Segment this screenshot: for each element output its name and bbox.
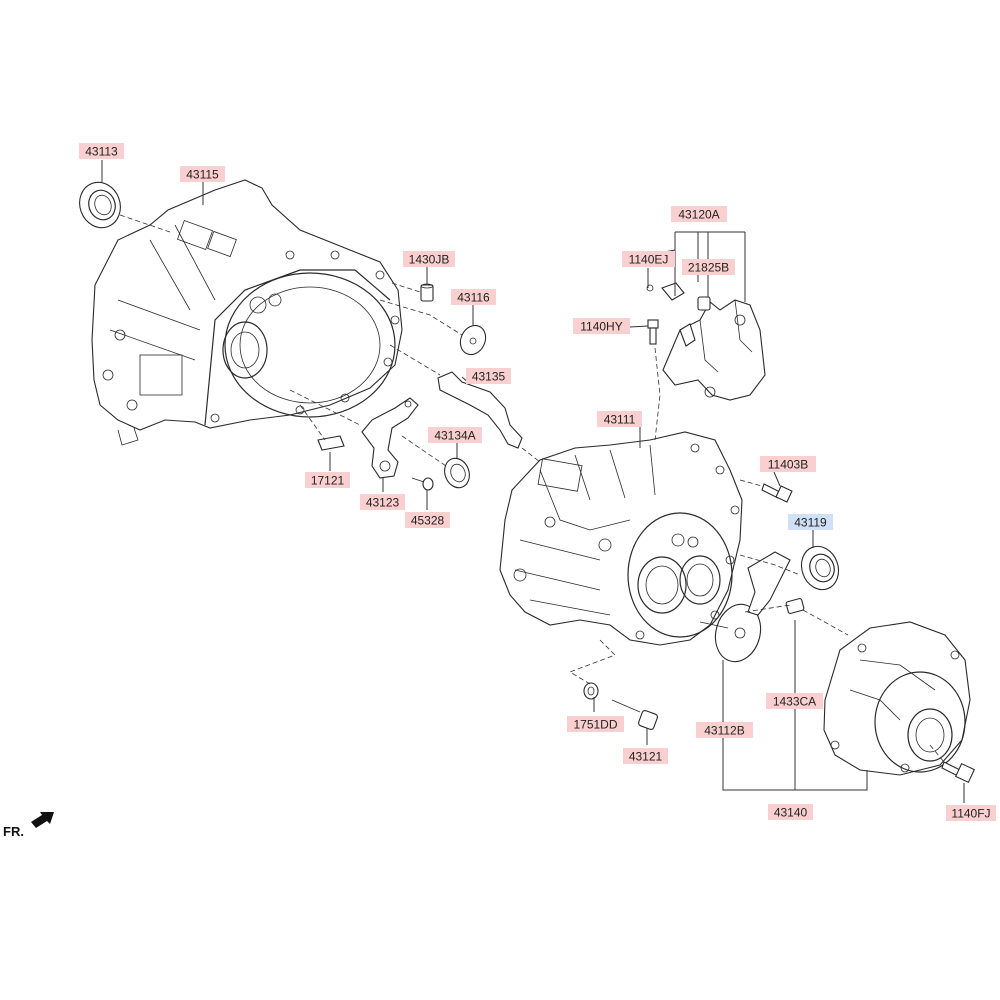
label-1433CA-text: 1433CA	[773, 695, 816, 709]
label-43134A: 43134A	[428, 427, 482, 443]
label-1430JB: 1430JB	[403, 251, 455, 267]
front-direction-marker: FR.	[3, 812, 54, 839]
part-1140HY-bolt	[647, 319, 659, 345]
front-direction-text: FR.	[3, 824, 24, 839]
label-17121: 17121	[305, 472, 350, 488]
label-1140EJ: 1140EJ	[622, 251, 675, 267]
part-43115-transaxle-case	[91, 179, 403, 446]
label-1433CA: 1433CA	[766, 693, 823, 709]
label-43123-text: 43123	[366, 496, 400, 510]
label-1430JB-text: 1430JB	[409, 253, 450, 267]
label-43115: 43115	[180, 166, 225, 182]
label-1140FJ: 1140FJ	[946, 805, 996, 821]
label-43123: 43123	[360, 494, 405, 510]
label-43135-text: 43135	[472, 370, 506, 384]
label-43113: 43113	[79, 143, 124, 159]
part-43135-bracket	[437, 371, 523, 449]
label-43135: 43135	[466, 368, 511, 384]
label-21825B-text: 21825B	[688, 261, 729, 275]
label-43111: 43111	[597, 411, 642, 427]
label-21825B: 21825B	[682, 259, 735, 275]
part-45328-washer	[411, 477, 434, 491]
part-11403B-bolt	[761, 483, 793, 503]
label-43134A-text: 43134A	[434, 429, 475, 443]
label-11403B: 11403B	[760, 456, 816, 472]
label-43112B: 43112B	[696, 722, 753, 738]
front-arrow-icon	[31, 812, 54, 828]
label-43112B-text: 43112B	[704, 724, 744, 738]
label-43119-text: 43119	[794, 516, 827, 530]
label-43116-text: 43116	[457, 291, 490, 305]
part-43123-lever	[361, 397, 419, 479]
label-11403B-text: 11403B	[768, 458, 808, 472]
part-43140-cover	[823, 621, 971, 776]
label-1140EJ-text: 1140EJ	[629, 253, 669, 267]
part-17121-clip	[317, 435, 345, 451]
assembly-guide-lines	[119, 214, 945, 763]
part-1751DD-washer	[583, 682, 599, 700]
label-43120A-text: 43120A	[678, 208, 719, 222]
label-43140: 43140	[768, 804, 813, 820]
part-1140FJ-bolt	[941, 761, 976, 784]
label-43116: 43116	[451, 289, 496, 305]
part-1433CA-pin	[785, 598, 805, 614]
label-43115-text: 43115	[186, 168, 219, 182]
part-43120A-bracket	[646, 282, 766, 401]
label-43140-text: 43140	[774, 806, 808, 820]
part-43113-seal	[79, 181, 121, 229]
label-1140FJ-text: 1140FJ	[951, 807, 990, 821]
label-45328-text: 45328	[411, 514, 445, 528]
part-1430JB-pin	[420, 283, 434, 302]
part-43116-plate	[459, 324, 487, 356]
part-43112B-plate	[699, 551, 791, 663]
label-17121-text: 17121	[311, 474, 345, 488]
part-43121-plug	[611, 699, 658, 730]
label-45328: 45328	[405, 512, 450, 528]
label-43121-text: 43121	[629, 750, 663, 764]
label-43113-text: 43113	[85, 145, 118, 159]
label-43119: 43119	[788, 514, 833, 530]
label-1751DD-text: 1751DD	[573, 718, 617, 732]
label-43121: 43121	[623, 748, 668, 764]
label-1140HY-text: 1140HY	[580, 320, 622, 334]
part-43111-transmission-case	[499, 431, 743, 646]
label-43111-text: 43111	[604, 413, 636, 427]
label-1751DD: 1751DD	[567, 716, 624, 732]
part-43134A-ring	[444, 457, 470, 489]
part-43119-seal	[800, 545, 840, 591]
label-1140HY: 1140HY	[573, 318, 630, 334]
label-43120A: 43120A	[671, 206, 727, 222]
